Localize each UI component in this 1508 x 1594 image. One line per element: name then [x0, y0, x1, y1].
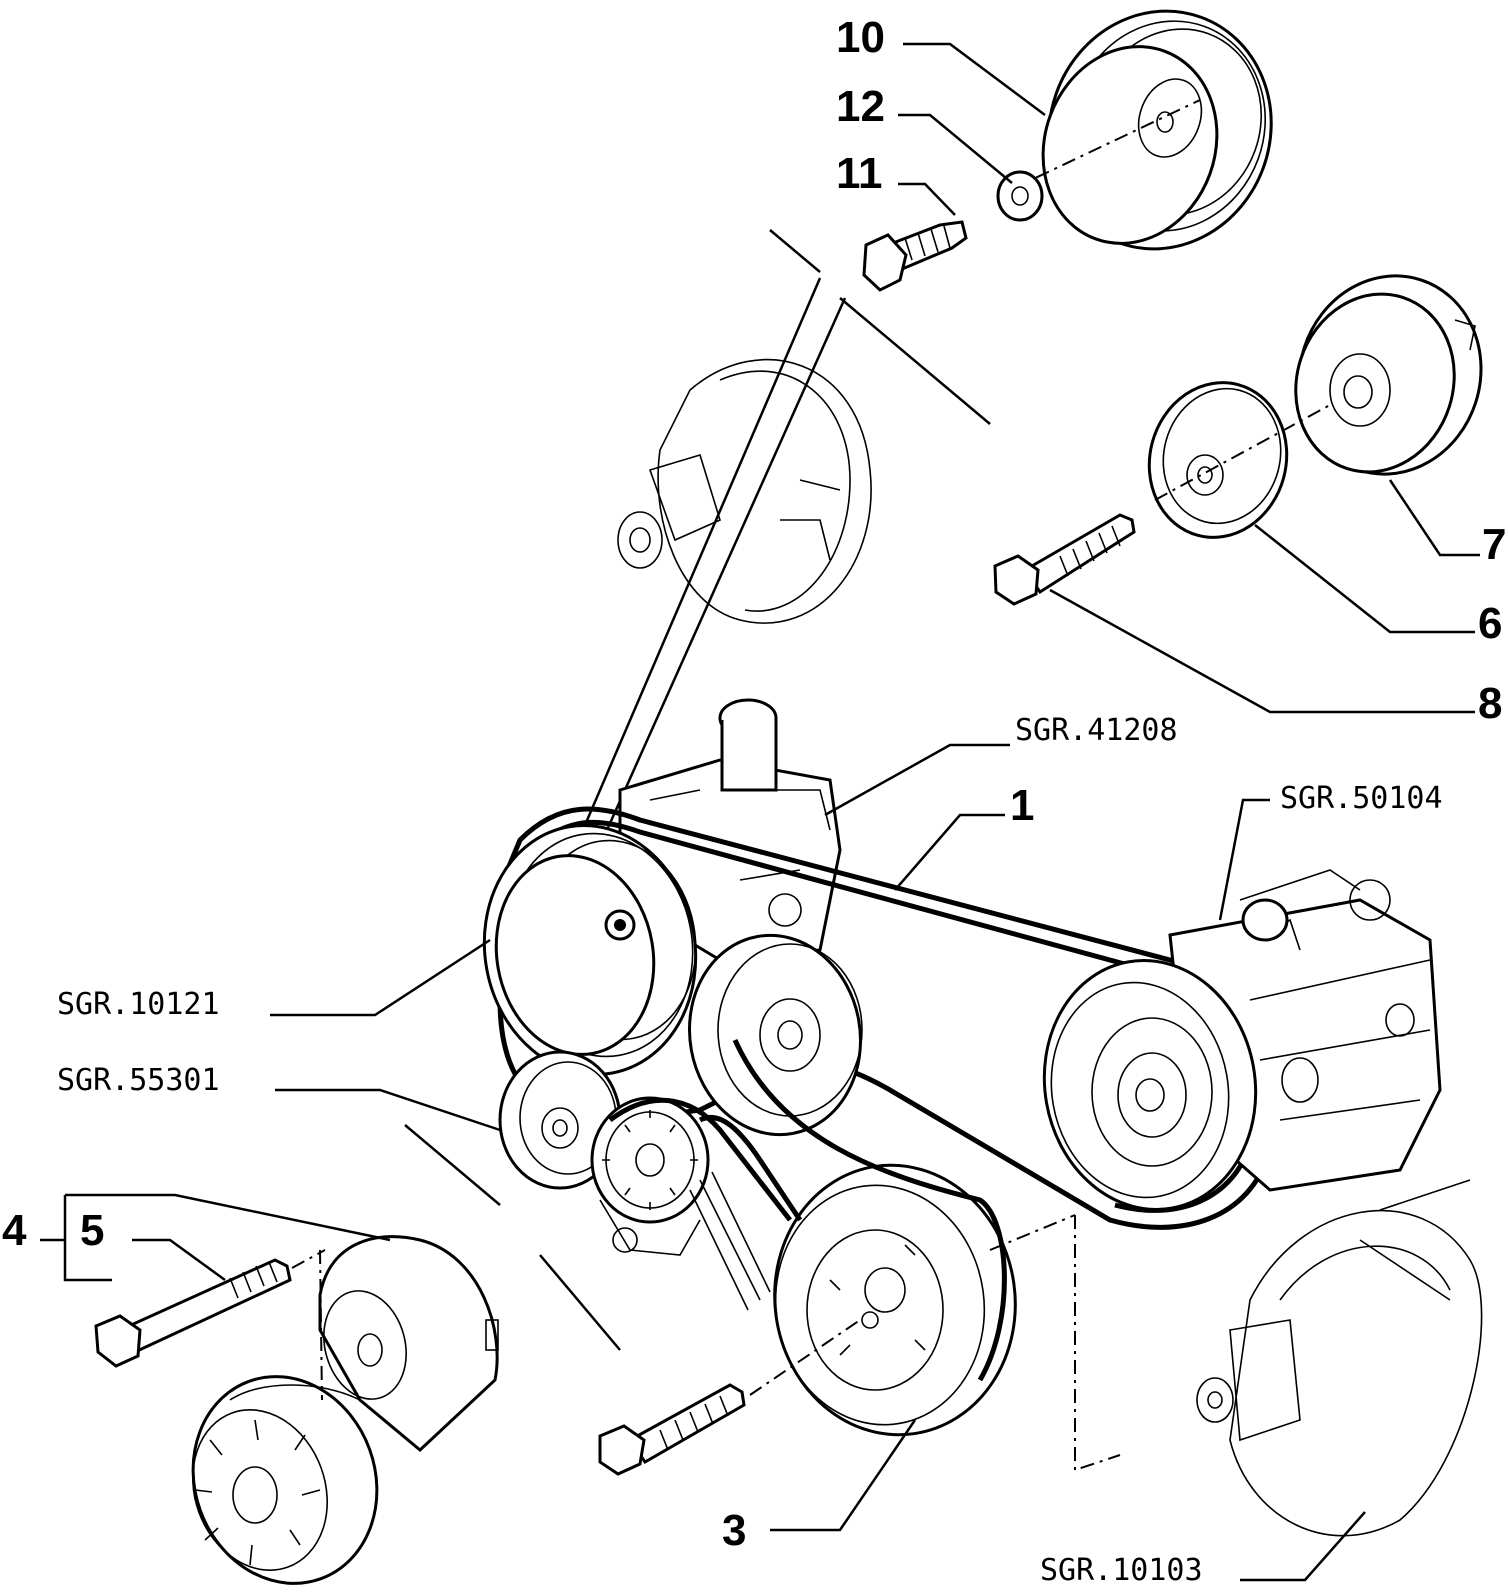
callout-sgr-50104: SGR.50104 — [1280, 781, 1443, 816]
callout-5: 5 — [80, 1206, 104, 1255]
leader-6 — [1254, 524, 1475, 634]
leader-7 — [1388, 479, 1480, 557]
tensioner-center — [590, 1096, 710, 1256]
callout-sgr-41208: SGR.41208 — [1015, 713, 1178, 748]
compressor-pulley — [1042, 959, 1258, 1211]
bolt-11 — [862, 220, 968, 292]
callout-10: 10 — [836, 13, 885, 62]
washer-12 — [996, 170, 1044, 222]
phantom-part-sgr-10103 — [1196, 1179, 1483, 1537]
leader-sgr-55301 — [275, 1088, 501, 1132]
leader-sgr-50104 — [1218, 798, 1270, 921]
callout-3: 3 — [722, 1506, 746, 1555]
callout-sgr-10121: SGR.10121 — [57, 987, 220, 1022]
axis-line-3 — [749, 1319, 861, 1396]
leader-8 — [1049, 588, 1475, 714]
idler-middle — [688, 933, 863, 1137]
crank-bolt — [598, 1383, 746, 1476]
hidden-line — [989, 1214, 1076, 1251]
leader-sgr-10121 — [270, 938, 491, 1017]
guide-line — [568, 277, 822, 861]
callout-6: 6 — [1478, 599, 1502, 648]
leader-3 — [770, 1419, 917, 1532]
callout-8: 8 — [1478, 679, 1502, 728]
leader-sgr-41208 — [824, 743, 1010, 817]
leader-12 — [898, 113, 1013, 184]
pulley-10 — [1041, 9, 1273, 251]
pulley-6 — [1147, 381, 1289, 539]
callout-1: 1 — [1010, 781, 1034, 830]
guide-line — [539, 1254, 621, 1351]
axis-line-10 — [1009, 99, 1201, 191]
crank-pulley-3 — [773, 1163, 1017, 1437]
axis-line-5b — [319, 1249, 323, 1401]
leader-10 — [903, 42, 1046, 117]
callout-7: 7 — [1482, 520, 1506, 569]
leader-11 — [898, 182, 956, 216]
callout-sgr-10103: SGR.10103 — [1040, 1553, 1203, 1588]
callout-11: 11 — [836, 149, 883, 198]
leader-1 — [894, 813, 1005, 891]
leader-5 — [132, 1238, 226, 1282]
idler-7 — [1294, 274, 1483, 476]
hidden-line — [1074, 1215, 1121, 1472]
callout-12: 12 — [836, 82, 885, 131]
bolt-8 — [993, 513, 1136, 606]
pulley-sgr-10121 — [482, 824, 698, 1076]
leader-sgr-10103 — [1240, 1511, 1366, 1582]
guide-line — [769, 229, 821, 273]
guide-line — [404, 1124, 501, 1206]
guide-line — [588, 297, 847, 869]
belt-1-lower — [608, 1038, 1007, 1382]
guide-line — [839, 297, 991, 425]
callout-sgr-55301: SGR.55301 — [57, 1063, 220, 1098]
callout-4: 4 — [2, 1206, 27, 1255]
belt-ribs — [689, 1171, 771, 1311]
leader-4 — [40, 1193, 391, 1282]
axis-line-6-7 — [1154, 404, 1331, 501]
tensioner-bolt — [94, 1258, 292, 1368]
tensioner-assembly-5 — [191, 1235, 499, 1585]
phantom-pump-top — [617, 358, 872, 624]
